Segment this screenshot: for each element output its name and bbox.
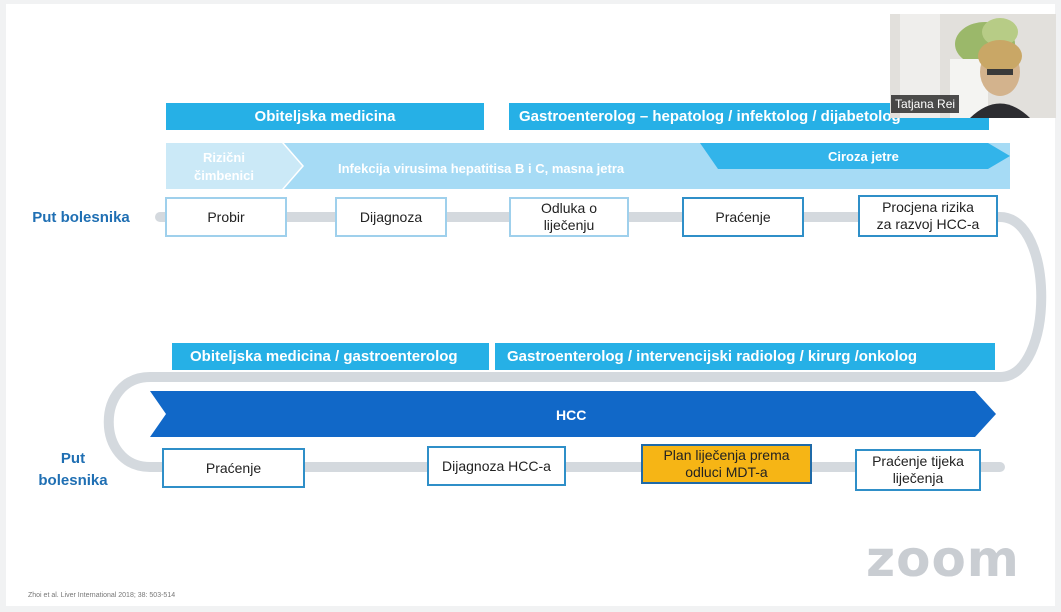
step-pracenje-1-line1: Praćenje [715,208,771,225]
step-pracenje-tijeka-line2: liječenja [892,470,944,486]
arrow-rizicni-label-1: Rizični [203,150,245,165]
header-gastro-radiolog-kirurg: Gastroenterolog / intervencijski radiolo… [495,343,995,370]
hcc-arrow-label: HCC [556,407,587,423]
arrow-ciroza-label: Ciroza jetre [828,149,899,164]
zoom-watermark-logo: zoom [866,530,1020,588]
step-pracenje-1: Praćenje [682,197,804,237]
put-label-2-line1: Put [60,450,86,467]
step-pracenje-2: Praćenje [162,448,305,488]
arrow-rizicni-cimbenici [166,143,302,189]
header-obiteljska-gastro: Obiteljska medicina / gastroenterolog [172,343,489,370]
arrow-rizicni-label-2: čimbenici [194,168,254,183]
step-dijagnoza-hcc-line1: Dijagnoza HCC-a [442,457,551,474]
step-plan-line2: odluci MDT-a [685,464,768,480]
arrow-infekcija-label: Infekcija virusima hepatitisa B i C, mas… [338,161,625,176]
step-dijagnoza: Dijagnoza [335,197,447,237]
participant-name-tag: Tatjana Rei [891,95,960,113]
step-pracenje-2-line1: Praćenje [205,459,262,476]
citation: Zhoi et al. Liver International 2018; 38… [28,592,176,599]
step-procjena-line1: Procjena rizika [882,199,974,215]
put-label-2-line2: bolesnika [38,472,108,489]
step-probir-line1: Probir [207,208,245,225]
step-probir: Probir [165,197,287,237]
arrow-ciroza-jetre [700,143,1010,169]
step-dijagnoza-hcc: Dijagnoza HCC-a [427,446,566,486]
put-bolesnika-label-1: Put bolesnika [32,209,130,226]
put-bolesnika-label-2: Put bolesnika [22,448,124,492]
step-pracenje-tijeka-line1: Praćenje tijeka [872,453,964,469]
step-dijagnoza-line1: Dijagnoza [359,208,423,225]
step-procjena-line2: za razvoj HCC-a [876,216,980,232]
header-obiteljska-medicina: Obiteljska medicina [166,103,484,130]
step-odluka-line2: liječenju [543,217,595,233]
step-odluka-line1: Odluka o [540,200,598,216]
step-plan-line1: Plan liječenja prema [663,447,790,463]
